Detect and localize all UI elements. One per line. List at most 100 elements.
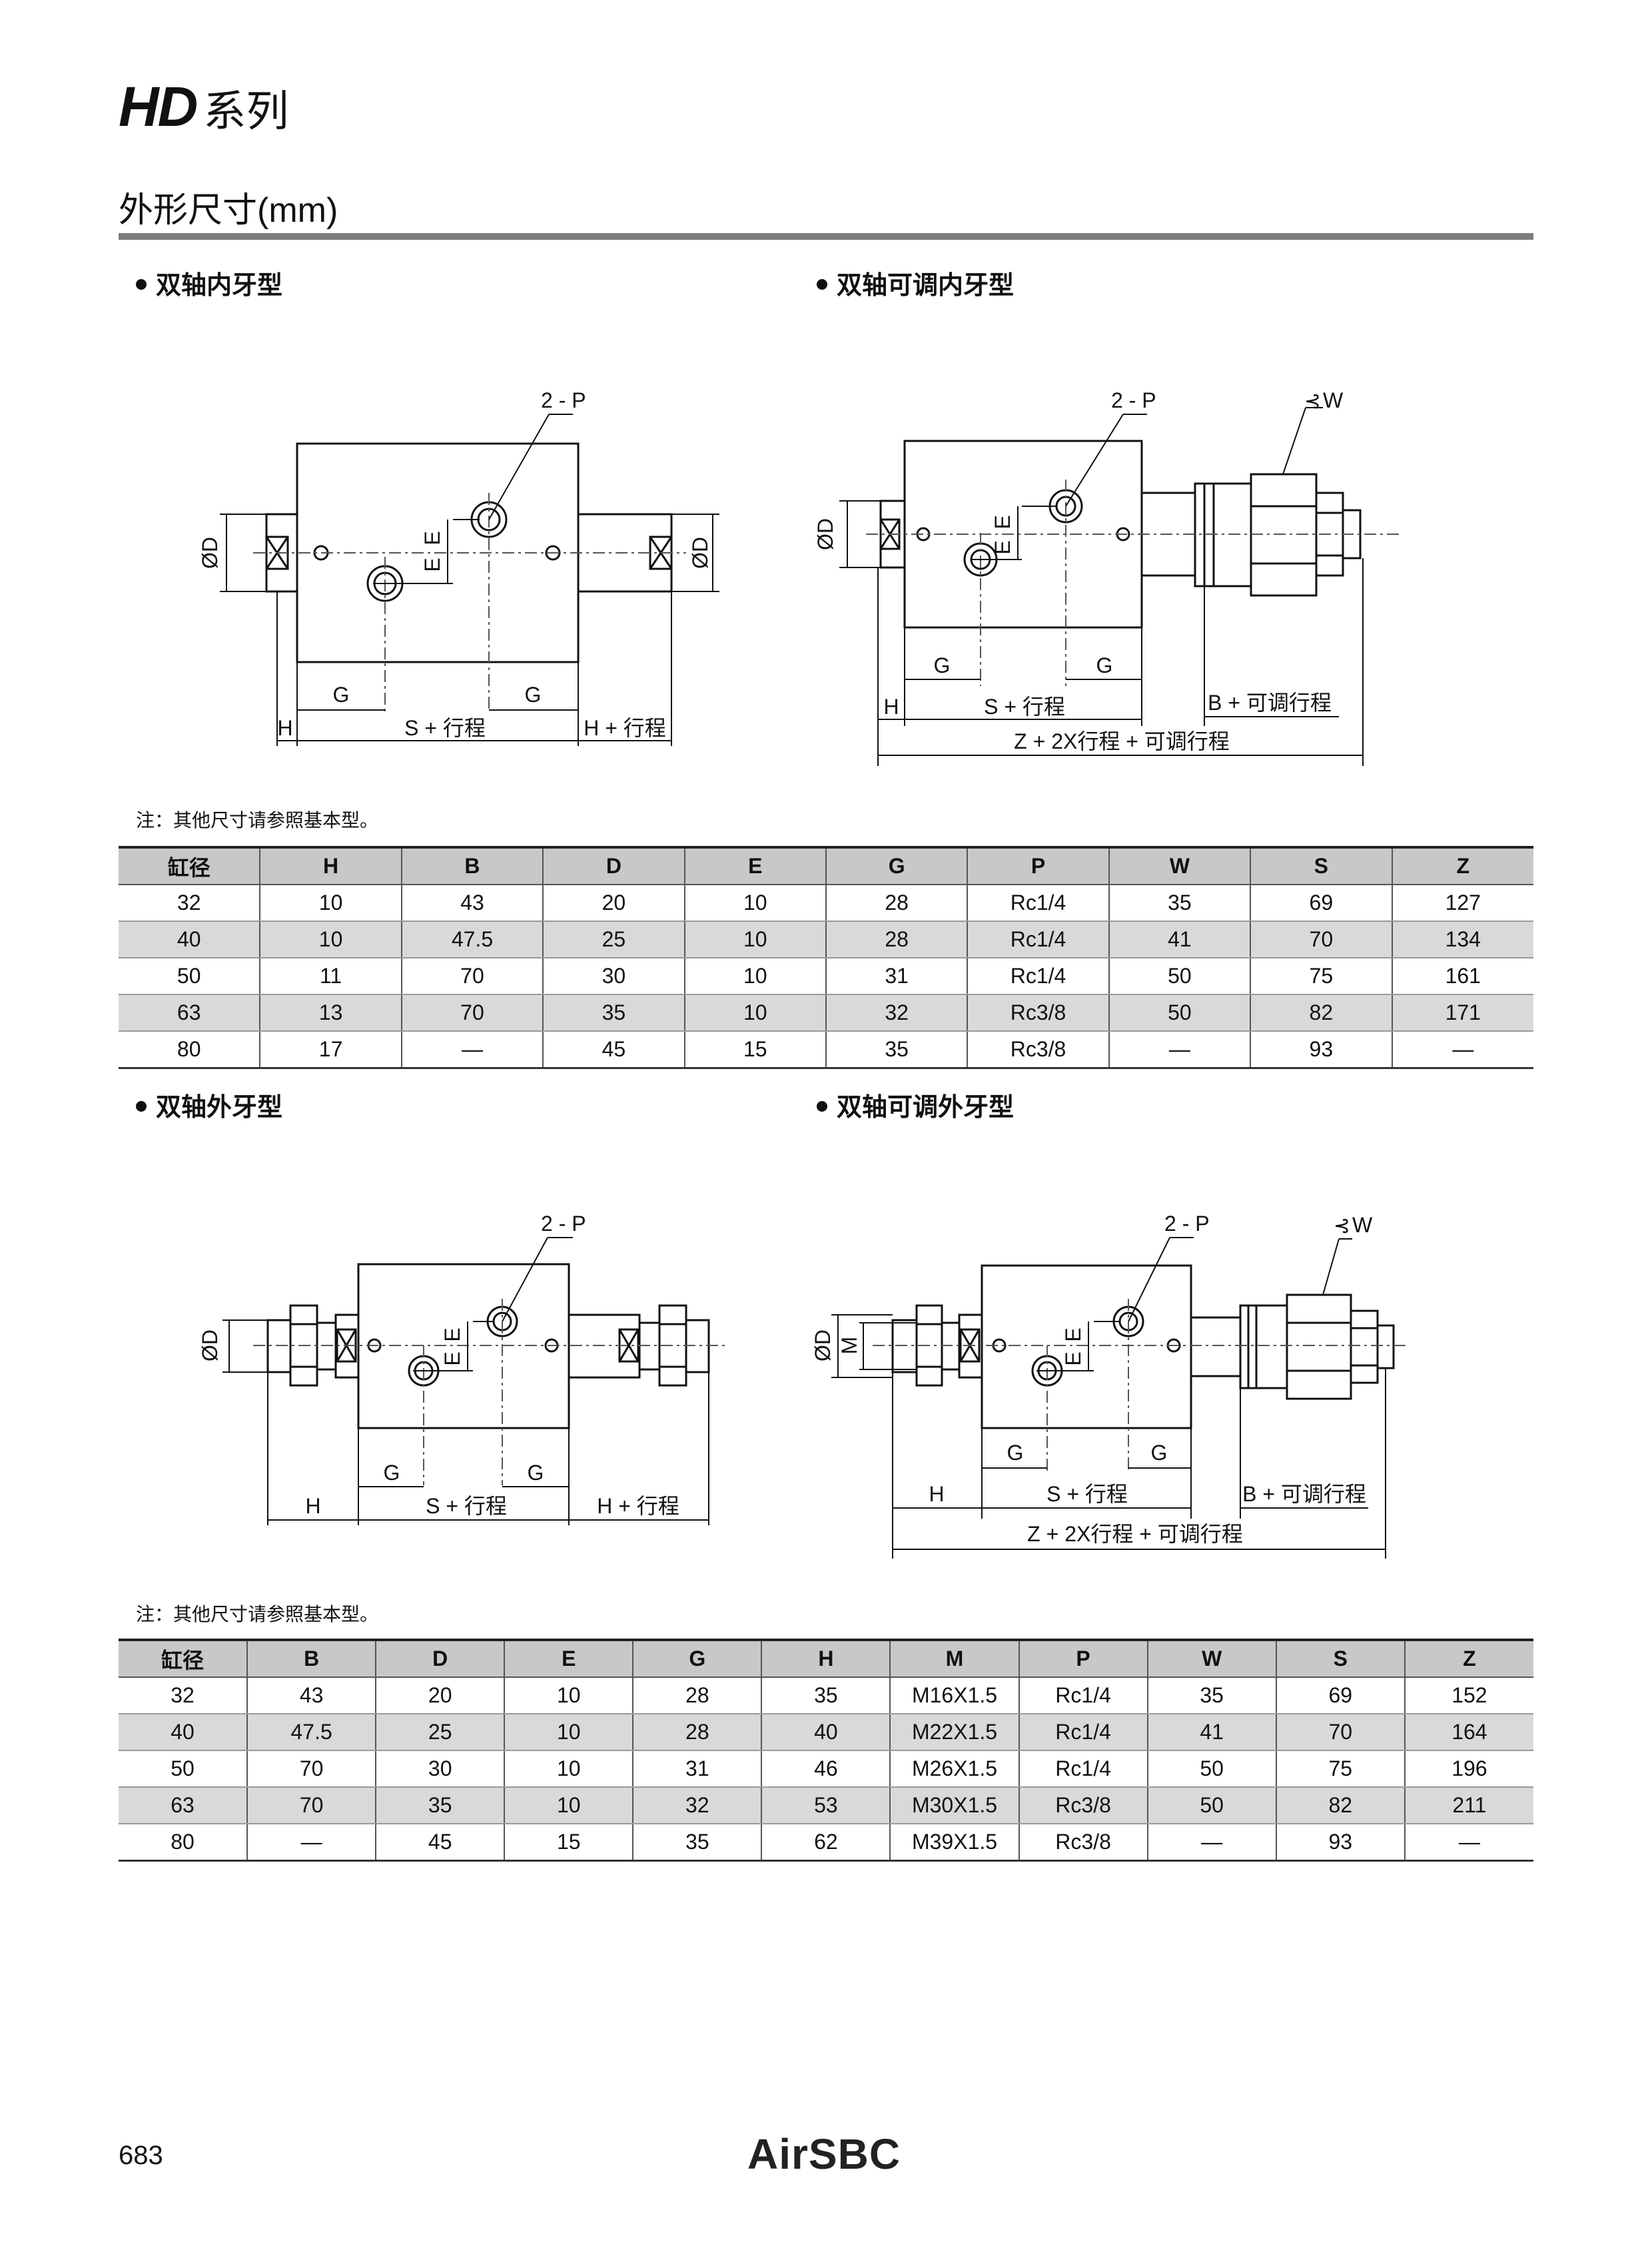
cell: 196 xyxy=(1404,1750,1533,1788)
label-z-total: Z + 2X行程 + 可调行程 xyxy=(1027,1522,1243,1546)
cell: 47.5 xyxy=(400,921,544,958)
page-number: 683 xyxy=(119,2141,163,2170)
cell: Rc1/4 xyxy=(1018,1714,1148,1751)
cell: Rc1/4 xyxy=(967,958,1109,995)
label-dia-left: ØD xyxy=(198,537,222,569)
cell: 31 xyxy=(825,958,968,995)
cell: Rc1/4 xyxy=(967,921,1109,958)
cell: 50 xyxy=(1146,1787,1276,1824)
subhead-double-rod-male: 双轴外牙型 xyxy=(136,1095,282,1120)
cell: 32 xyxy=(632,1787,762,1824)
note-1: 注：其他尺寸请参照基本型。 xyxy=(136,810,379,831)
cell: — xyxy=(1391,1031,1533,1069)
wrench-icon: ⊰ xyxy=(1334,1215,1350,1237)
cell: 28 xyxy=(632,1714,762,1751)
cell: 11 xyxy=(259,958,402,995)
col-header: G xyxy=(632,1639,762,1678)
cell: 35 xyxy=(1108,885,1251,922)
col-header: W xyxy=(1146,1639,1276,1678)
cell: 10 xyxy=(504,1677,633,1714)
label-dia: ØD xyxy=(813,518,837,550)
col-header: S xyxy=(1275,1639,1405,1678)
cell: 43 xyxy=(400,885,544,922)
cell: Rc1/4 xyxy=(1018,1677,1148,1714)
table-header-row: 缸径 H B D E G P W S Z xyxy=(119,846,1533,885)
cell: 35 xyxy=(375,1787,505,1824)
label-g-right: G xyxy=(1151,1441,1168,1465)
cell: 211 xyxy=(1404,1787,1533,1824)
label-h: H xyxy=(929,1482,944,1506)
cell: 50 xyxy=(1108,994,1251,1032)
cell: M22X1.5 xyxy=(889,1714,1019,1751)
col-header: W xyxy=(1108,846,1251,885)
label-g-left: G xyxy=(1007,1441,1024,1465)
cell: M26X1.5 xyxy=(889,1750,1019,1788)
label-z-total: Z + 2X行程 + 可调行程 xyxy=(1014,729,1230,753)
series-suffix: 系列 xyxy=(203,87,289,135)
col-header: P xyxy=(1018,1639,1148,1678)
cell: 43 xyxy=(246,1677,376,1714)
col-header: G xyxy=(825,846,968,885)
label-g-right: G xyxy=(525,683,542,707)
label-e-2: E xyxy=(440,1351,464,1365)
label-dia-right: ØD xyxy=(688,537,712,569)
label-s-stroke: S + 行程 xyxy=(1046,1482,1128,1506)
label-h: H xyxy=(277,716,292,740)
col-header: B xyxy=(246,1639,376,1678)
cell: 70 xyxy=(1275,1714,1405,1751)
label-dia: ØD xyxy=(811,1329,835,1361)
bullet-icon xyxy=(136,278,147,290)
label-b-adj: B + 可调行程 xyxy=(1242,1482,1366,1506)
cell: 75 xyxy=(1250,958,1392,995)
cell: 70 xyxy=(246,1750,376,1788)
cell: 82 xyxy=(1275,1787,1405,1824)
label-e-1: E xyxy=(440,1327,464,1341)
cell: 134 xyxy=(1391,921,1533,958)
col-header: 缸径 xyxy=(119,1639,248,1678)
table-header-row: 缸径 B D E G H M P W S Z xyxy=(119,1639,1533,1678)
col-header: H xyxy=(761,1639,891,1678)
label-2-p: 2 - P xyxy=(541,388,586,412)
cell: 32 xyxy=(825,994,968,1032)
cell: 46 xyxy=(761,1750,891,1788)
cell: 70 xyxy=(246,1787,376,1824)
cell: 10 xyxy=(504,1714,633,1751)
col-header: Z xyxy=(1404,1639,1533,1678)
cell: Rc3/8 xyxy=(967,994,1109,1032)
section-title: 外形尺寸(mm) xyxy=(119,191,338,230)
label-g-left: G xyxy=(384,1461,400,1485)
cell: 41 xyxy=(1108,921,1251,958)
subhead-label: 双轴可调外牙型 xyxy=(837,1094,1015,1122)
col-header: E xyxy=(683,846,826,885)
cell: 47.5 xyxy=(246,1714,376,1751)
cell: 50 xyxy=(119,1750,248,1788)
cell: 93 xyxy=(1275,1824,1405,1862)
label-w: W xyxy=(1323,388,1344,412)
col-header: E xyxy=(504,1639,633,1678)
cell: 70 xyxy=(400,958,544,995)
label-s-stroke: S + 行程 xyxy=(404,716,486,740)
cell: 35 xyxy=(632,1824,762,1862)
cell: 53 xyxy=(761,1787,891,1824)
cell: — xyxy=(246,1824,376,1862)
cell: M30X1.5 xyxy=(889,1787,1019,1824)
cell: 20 xyxy=(375,1677,505,1714)
cell: 70 xyxy=(1250,921,1392,958)
label-h: H xyxy=(305,1494,320,1518)
label-e-1: E xyxy=(420,531,444,545)
cell: 30 xyxy=(542,958,685,995)
cell: 63 xyxy=(119,994,260,1032)
subhead-double-rod-female: 双轴内牙型 xyxy=(136,273,282,298)
